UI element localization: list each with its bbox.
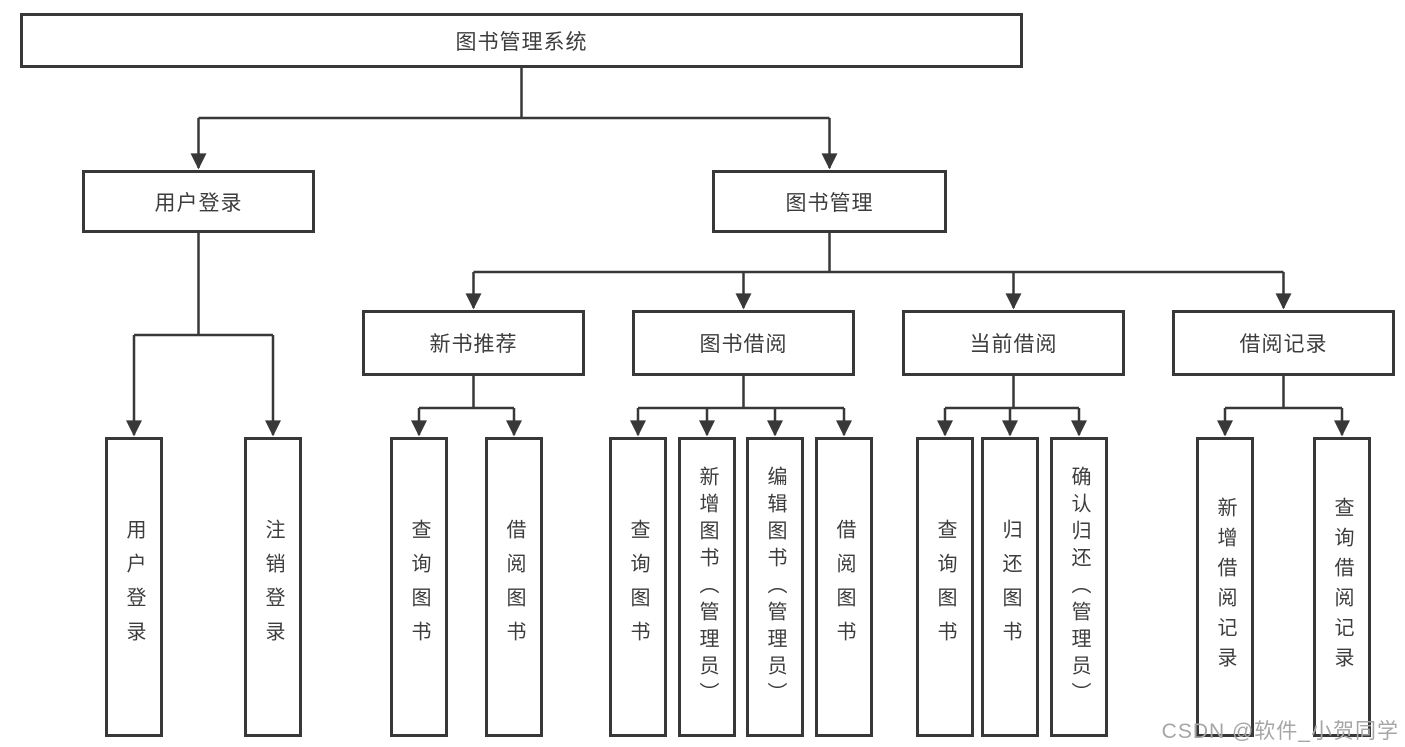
connector-current-borrowing-stem xyxy=(945,376,1079,410)
connector-root-stem xyxy=(198,68,830,120)
leaf-query-borrow-record: 查询借阅记录 xyxy=(1313,437,1371,737)
leaf-add-books-admin: 新增图书（管理员） xyxy=(678,437,736,737)
node-library-system: 图书管理系统 xyxy=(20,13,1023,68)
node-borrowing-records: 借阅记录 xyxy=(1172,310,1395,376)
leaf-borrow-books-recommend: 借阅图书 xyxy=(485,437,543,737)
connector-book-management-stem xyxy=(473,233,1284,274)
leaf-confirm-return-admin: 确认归还（管理员） xyxy=(1050,437,1108,737)
node-book-management: 图书管理 xyxy=(712,170,947,233)
leaf-add-borrow-record: 新增借阅记录 xyxy=(1196,437,1254,737)
node-book-borrowing: 图书借阅 xyxy=(632,310,855,376)
node-new-book-recommend: 新书推荐 xyxy=(362,310,585,376)
leaf-logout: 注销登录 xyxy=(244,437,302,737)
connector-user-login-stem xyxy=(134,233,273,337)
leaf-edit-books-admin: 编辑图书（管理员） xyxy=(746,437,804,737)
connector-book-borrowing-stem xyxy=(638,376,844,410)
watermark-text: CSDN @软件_小贺同学 xyxy=(1161,720,1399,743)
leaf-borrow-books-borrowing: 借阅图书 xyxy=(815,437,873,737)
connector-new-book-stem xyxy=(419,376,514,410)
leaf-return-books: 归还图书 xyxy=(981,437,1039,737)
leaf-user-login: 用户登录 xyxy=(105,437,163,737)
leaf-query-books-current: 查询图书 xyxy=(916,437,974,737)
leaf-query-books-borrowing: 查询图书 xyxy=(609,437,667,737)
leaf-query-books-recommend: 查询图书 xyxy=(390,437,448,737)
connector-borrowing-records-stem xyxy=(1225,376,1342,410)
node-current-borrowing: 当前借阅 xyxy=(902,310,1125,376)
node-user-login: 用户登录 xyxy=(82,170,315,233)
